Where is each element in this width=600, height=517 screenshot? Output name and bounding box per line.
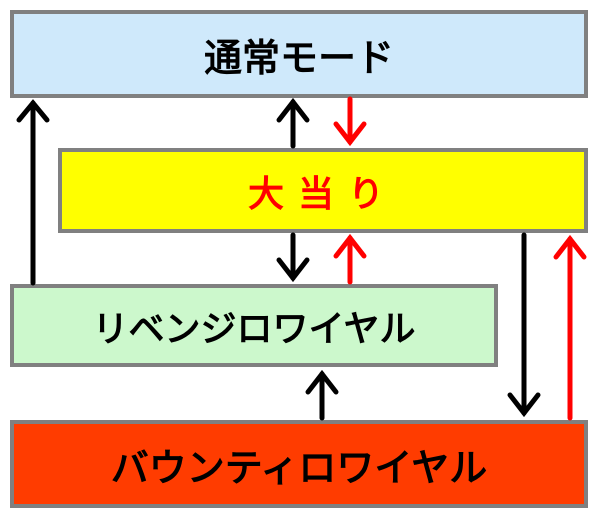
arrow-jackpot-to-normal xyxy=(276,97,310,149)
arrow-bounty-to-revenge xyxy=(305,369,339,421)
arrow-jackpot-to-bounty xyxy=(507,232,541,418)
arrow-revenge-to-normal xyxy=(16,99,50,286)
arrow-normal-to-jackpot xyxy=(333,96,367,147)
state-normal-mode: 通常モード xyxy=(10,10,588,98)
state-label: リベンジロワイヤル xyxy=(92,308,416,350)
state-bounty-royale: バウンティロワイヤル xyxy=(10,420,588,508)
state-label: 通常モード xyxy=(203,35,394,80)
state-label: バウンティロワイヤル xyxy=(110,445,488,490)
arrow-bounty-to-jackpot xyxy=(553,234,587,421)
state-jackpot: 大当り xyxy=(58,148,588,233)
state-label: 大当り xyxy=(247,173,398,215)
arrow-revenge-to-jackpot xyxy=(333,233,367,285)
state-revenge-royale: リベンジロワイヤル xyxy=(10,284,498,367)
arrow-jackpot-to-revenge xyxy=(276,232,310,283)
